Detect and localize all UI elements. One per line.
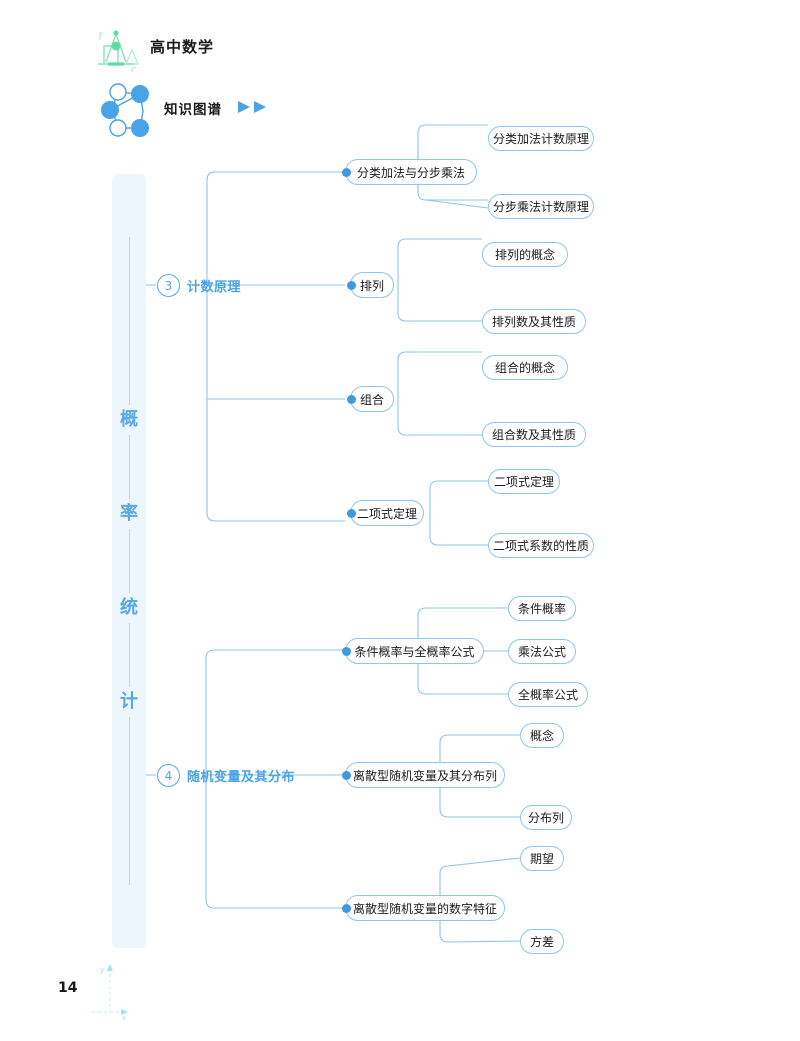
node-leaf[interactable]: 方差 [520, 929, 564, 954]
node-branch[interactable]: 分类加法与分步乘法 [341, 159, 477, 185]
node-leaf[interactable]: 概念 [520, 723, 564, 748]
node-leaf[interactable]: 分类加法计数原理 [488, 126, 594, 151]
node-leaf[interactable]: 期望 [520, 846, 564, 871]
node-label: 条件概率 [517, 602, 566, 616]
node-label: 二项式定理 [493, 475, 554, 489]
node-label: 期望 [529, 852, 554, 866]
section-marker-4[interactable]: 4 随机变量及其分布 [157, 764, 295, 787]
node-leaf[interactable]: 排列数及其性质 [482, 309, 586, 334]
node-label: 排列数及其性质 [491, 315, 576, 329]
compass-geometry-icon [88, 24, 144, 76]
node-label: 乘法公式 [517, 645, 566, 659]
node-branch[interactable]: 排列 [346, 272, 394, 298]
node-label: 分类加法计数原理 [492, 132, 589, 146]
node-branch[interactable]: 离散型随机变量及其分布列 [341, 762, 505, 788]
section-marker-3[interactable]: 3 计数原理 [157, 274, 241, 297]
node-dot [346, 508, 356, 518]
sidebar-divider [128, 237, 130, 405]
node-label: 离散型随机变量的数字特征 [352, 901, 497, 916]
node-leaf[interactable]: 组合数及其性质 [482, 422, 586, 447]
sidebar-divider [128, 529, 130, 593]
node-branch[interactable]: 条件概率与全概率公式 [341, 638, 484, 664]
node-dot [346, 280, 356, 290]
sidebar-divider [128, 623, 130, 687]
node-dot [341, 167, 351, 177]
section-number: 4 [157, 764, 180, 787]
knowledge-graph-icon [98, 78, 160, 142]
node-label: 方差 [529, 935, 554, 949]
node-label: 组合数及其性质 [491, 428, 576, 442]
node-leaf[interactable]: 二项式系数的性质 [488, 533, 594, 558]
node-label: 条件概率与全概率公式 [354, 644, 475, 659]
node-branch[interactable]: 离散型随机变量的数字特征 [341, 895, 505, 921]
sidebar-subject-bar: 概 率 统 计 [112, 174, 146, 948]
node-branch[interactable]: 组合 [346, 386, 394, 412]
node-dot [346, 394, 356, 404]
node-dot [341, 770, 351, 780]
section-label: 随机变量及其分布 [187, 770, 296, 785]
sidebar-divider [128, 717, 130, 885]
page-number: 14 [58, 980, 78, 996]
double-play-arrow-icon [236, 99, 276, 115]
svg-text:y: y [100, 966, 104, 974]
node-leaf[interactable]: 二项式定理 [488, 469, 560, 494]
coordinate-axis-icon: y x [92, 962, 156, 1022]
node-leaf[interactable]: 分步乘法计数原理 [488, 194, 594, 219]
node-label: 二项式定理 [356, 506, 417, 521]
node-label: 组合的概念 [494, 361, 555, 375]
node-label: 分步乘法计数原理 [492, 200, 589, 214]
svg-text:x: x [122, 1014, 126, 1022]
node-label: 组合 [359, 392, 384, 407]
node-label: 排列的概念 [494, 248, 555, 262]
node-label: 分布列 [527, 811, 564, 825]
node-label: 全概率公式 [517, 688, 578, 702]
sidebar-char-2: 率 [120, 503, 138, 524]
section-label: 计数原理 [187, 280, 242, 295]
brand-title: 高中数学 [150, 38, 215, 56]
node-leaf[interactable]: 条件概率 [508, 596, 576, 621]
page-title: 知识图谱 [164, 102, 222, 118]
node-label: 概念 [529, 729, 554, 743]
node-branch[interactable]: 二项式定理 [346, 500, 424, 526]
node-leaf[interactable]: 乘法公式 [508, 639, 576, 664]
node-dot [341, 903, 351, 913]
sidebar-char-4: 计 [120, 691, 138, 712]
node-label: 分类加法与分步乘法 [356, 165, 465, 180]
node-leaf[interactable]: 分布列 [520, 805, 572, 830]
node-leaf[interactable]: 排列的概念 [482, 242, 568, 267]
sidebar-char-1: 概 [120, 409, 138, 430]
node-dot [341, 646, 351, 656]
node-label: 排列 [359, 278, 384, 293]
section-number: 3 [157, 274, 180, 297]
node-label: 离散型随机变量及其分布列 [352, 768, 497, 783]
sidebar-char-3: 统 [120, 597, 138, 618]
node-label: 二项式系数的性质 [492, 539, 589, 553]
node-leaf[interactable]: 全概率公式 [508, 682, 588, 707]
sidebar-divider [128, 435, 130, 499]
node-leaf[interactable]: 组合的概念 [482, 355, 568, 380]
